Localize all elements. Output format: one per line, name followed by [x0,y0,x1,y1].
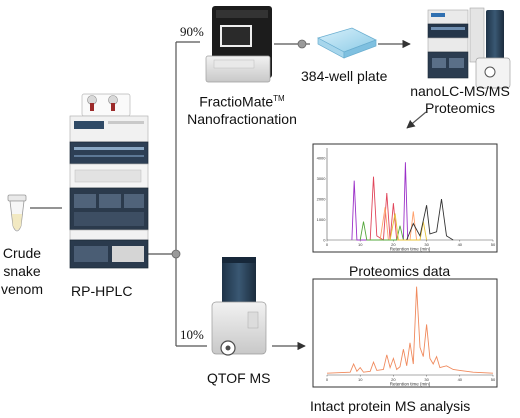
nanolc-line2: Proteomics [424,100,496,116]
intact-analysis-label: Intact protein MS analysis [310,398,471,414]
proteomics-x-tick-label: 30 [424,242,429,247]
nanolc-ms-instrument-icon [427,7,511,89]
fractiomate-name: FractioMate [199,93,274,110]
proteomics-series-line-4 [359,221,404,241]
split-node [171,249,181,259]
fractionator-node [297,39,307,49]
split-10-label: 10% [180,327,204,342]
intact-x-tick-label: 50 [491,377,496,382]
intact-series-line-1 [326,286,494,374]
qtof-label: QTOF MS [207,370,271,386]
proteomics-x-tick-label: 10 [358,242,363,247]
proteomics-y-tick-label: 3000 [317,176,327,181]
proteomics-x-tick-label: 20 [391,242,396,247]
hplc-instrument-icon [69,93,149,269]
intact-x-axis-title: Retention time (min) [390,382,431,387]
proteomics-y-tick-label: 1000 [317,217,327,222]
intact-frame [312,278,498,388]
fractiomate-instrument-icon [205,6,272,83]
intact-x-tick-label: 20 [391,377,396,382]
proteomics-y-tick-label: 4000 [317,156,327,161]
crude-venom-line3: venom [0,281,44,297]
proteomics-x-tick-label: 50 [491,242,496,247]
trademark-mark: TM [273,94,285,103]
intact-x-tick-label: 40 [458,377,463,382]
intact-x-tick-label: 10 [358,377,363,382]
intact-x-tick-label: 30 [424,377,429,382]
crude-venom-label: Crude snake venom [0,244,44,298]
crude-venom-line1: Crude [2,245,42,261]
nanofractionation-text: Nanofractionation [187,110,297,127]
nanolc-line1: nanoLC-MS/MS [410,83,510,99]
connectors [30,39,427,351]
fractiomate-label: FractioMateTM Nanofractionation [186,90,298,128]
venom-vial-icon [7,194,27,232]
proteomics-x-axis-title: Retention time (min) [390,247,431,252]
proteomics-series-line-6 [406,199,454,241]
proteomics-series-line-2 [369,176,398,241]
nanolc-label: nanoLC-MS/MS Proteomics [404,83,516,117]
proteomics-x-tick-label: 40 [458,242,463,247]
proteomics-y-tick-label: 0 [323,237,326,242]
proteomics-data-label: Proteomics data [349,263,451,279]
crude-venom-line2: snake [3,263,41,279]
qtof-ms-instrument-icon [211,257,267,356]
well-plate-label: 384-well plate [301,68,388,84]
intact-x-tick-label: 0 [326,377,329,382]
well-plate-icon [317,27,377,59]
rp-hplc-label: RP-HPLC [71,283,133,299]
proteomics-x-tick-label: 0 [326,242,329,247]
nanolc-to-data-arrow [406,111,427,129]
proteomics-series-line-5 [389,213,428,241]
split-90-label: 90% [180,24,204,39]
proteomics-frame [312,143,498,253]
proteomics-y-tick-label: 2000 [317,196,327,201]
